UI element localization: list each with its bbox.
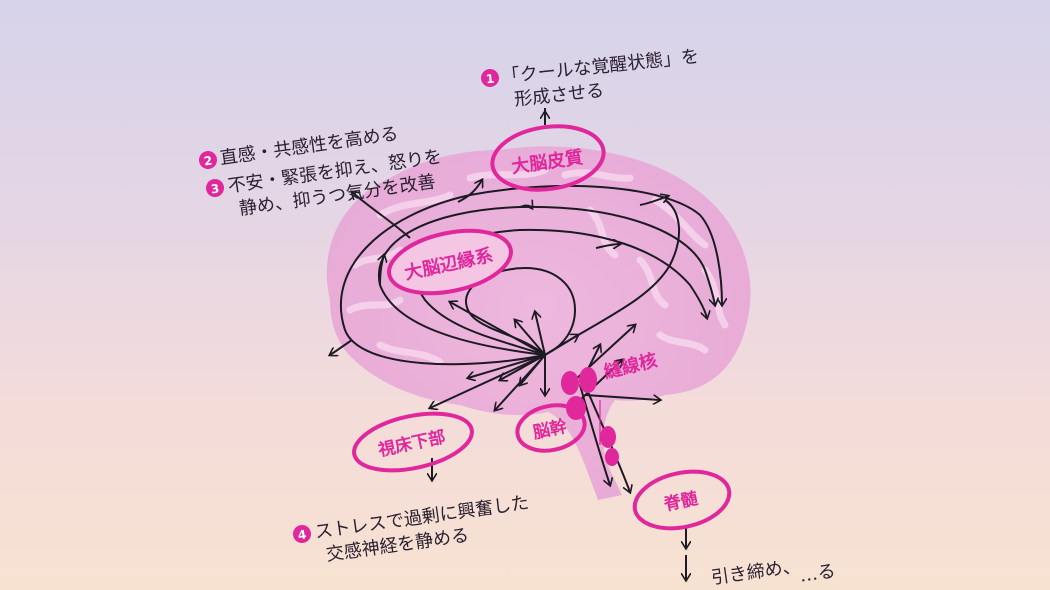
hypothalamus-label: 視床下部 (375, 426, 447, 461)
region-spinal: 脊髄 (632, 469, 732, 531)
note-2-badge (199, 151, 217, 169)
cortex-oval (490, 124, 606, 192)
note-5: 引き締め、 …る (710, 556, 837, 589)
note-4-badge (293, 525, 311, 543)
brainstem-label: 脳幹 (531, 416, 570, 444)
note-5-line2: …る (798, 561, 837, 587)
note-4-number: 4 (297, 527, 307, 542)
note-1: 1 「クールな覚醒状態」を 形成させる (481, 46, 700, 111)
hypothalamus-oval (352, 411, 474, 473)
note-1-number: 1 (485, 72, 495, 87)
spinal-label: 脊髄 (661, 488, 701, 516)
limbic-oval (387, 228, 513, 296)
region-hypothalamus: 視床下部 (352, 411, 474, 473)
region-limbic: 大脳辺縁系 (387, 228, 513, 296)
pathway-lines (330, 108, 722, 580)
spinal-oval (632, 469, 732, 531)
note-2-number: 2 (203, 153, 213, 168)
note-3-badge (206, 179, 224, 197)
note-5-line1: 引き締め、 (710, 556, 802, 589)
note-3-number: 3 (210, 181, 220, 196)
note-1-badge (481, 69, 499, 87)
brainstem-oval (515, 403, 587, 453)
note-4: 4 ストレスで過剰に興奮した 交感神経を静める (293, 492, 530, 566)
